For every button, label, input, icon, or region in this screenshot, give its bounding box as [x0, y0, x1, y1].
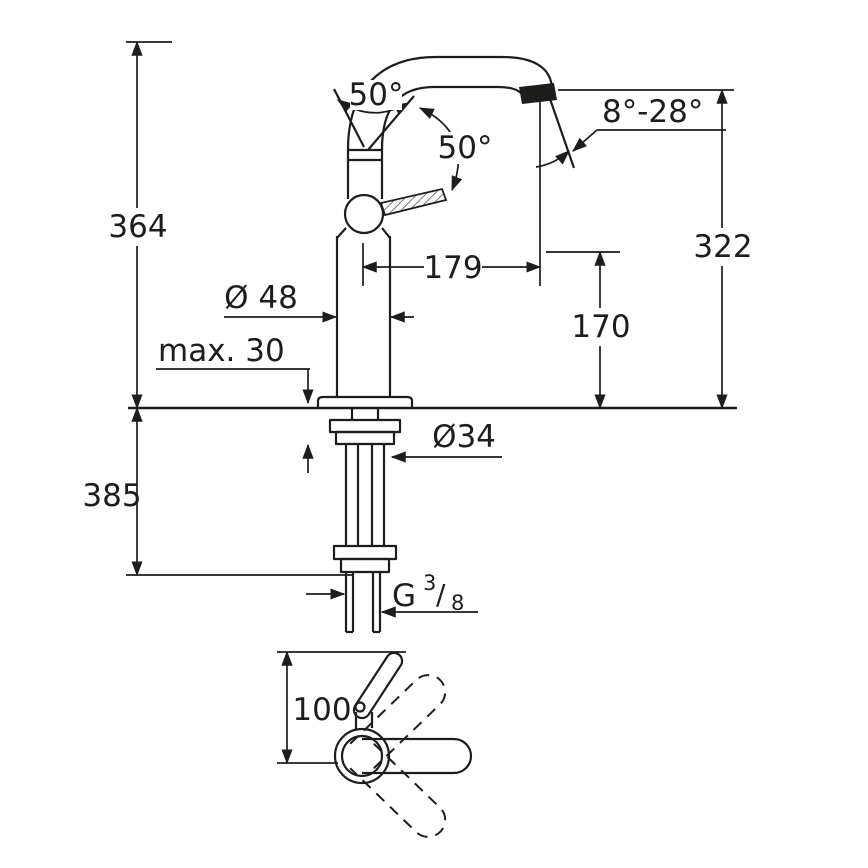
faucet-side-view: 50° 50° 8°-28° 364 322 — [82, 40, 754, 634]
dimension-179: 179 — [361, 100, 542, 286]
dimension-max30: max. 30 — [156, 333, 314, 473]
aerator-tip — [519, 83, 557, 104]
faucet-plan-view: 100 — [277, 650, 473, 838]
dimension-385-label: 385 — [82, 478, 141, 514]
dimension-dia48: Ø 48 — [224, 280, 414, 323]
dimension-364-label: 364 — [108, 209, 167, 245]
dimension-max30-label: max. 30 — [158, 333, 285, 369]
dimension-170-label: 170 — [571, 309, 630, 345]
lever-ball-joint — [343, 193, 385, 235]
plan-spout-swing-down — [349, 743, 447, 838]
thread-numerator: 3 — [423, 571, 436, 595]
angle-spout-range-label: 8°-28° — [602, 94, 703, 130]
dimension-170: 170 — [546, 250, 632, 410]
dimension-100: 100 — [277, 650, 406, 765]
angle-lever-lift: 50° — [418, 107, 494, 192]
dimension-385: 385 — [82, 406, 352, 577]
angle-lever-lift-label: 50° — [438, 130, 493, 166]
dimension-dia34-label: Ø34 — [432, 419, 496, 455]
dimension-dia34: Ø34 — [390, 419, 502, 463]
dimension-322: 322 — [558, 88, 754, 410]
lever-arm — [379, 187, 448, 217]
faucet-body — [316, 148, 414, 408]
dimension-dia48-label: Ø 48 — [224, 280, 298, 316]
dimension-364: 364 — [108, 40, 172, 410]
thread-denominator: 8 — [451, 591, 464, 615]
thread-prefix: G — [392, 578, 416, 614]
angle-lever-swing-label: 50° — [349, 77, 404, 113]
plan-lever — [352, 651, 404, 730]
dimension-179-label: 179 — [423, 250, 482, 286]
plan-spout-swing-up — [349, 674, 447, 769]
thread-slash: / — [436, 578, 446, 611]
dimension-thread: G 3 / 8 — [306, 571, 478, 618]
mounting-hardware — [328, 408, 402, 574]
plan-spout — [362, 737, 473, 775]
supply-pipes — [344, 572, 382, 634]
angle-spout-range: 8°-28° — [535, 94, 726, 169]
base-flange — [316, 395, 414, 408]
plan-body-outer — [333, 727, 391, 785]
angle-lever-swing: 50° — [336, 77, 410, 115]
plan-body-inner — [340, 734, 384, 778]
dimension-100-label: 100 — [292, 692, 351, 728]
dimension-322-label: 322 — [693, 229, 752, 265]
